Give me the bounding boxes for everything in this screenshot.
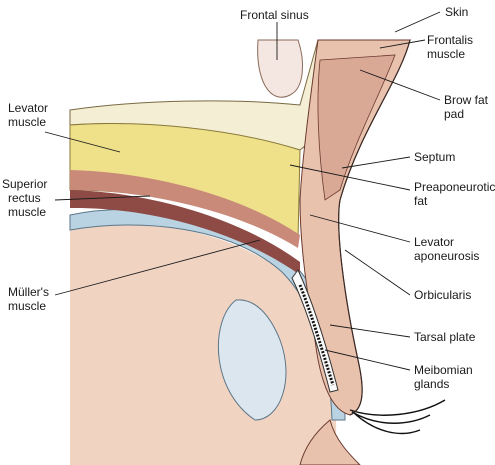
superior-rectus-band: [70, 190, 300, 275]
anatomy-illustration: [69, 39, 446, 465]
leader-levator-muscle: [44, 131, 121, 153]
label-mullers-muscle: Müller's muscle: [8, 285, 52, 313]
leader-meibomian-glands: [324, 349, 411, 371]
label-orbicularis: Orbicularis: [414, 288, 471, 302]
leader-brow-fat: [359, 69, 441, 101]
label-levator-aponeurosis: Levator aponeurosis: [414, 235, 479, 263]
lens: [217, 299, 287, 421]
label-frontalis-muscle: Frontalis muscle: [427, 33, 476, 61]
skin-surface: [338, 39, 411, 416]
leader-levator-aponeurosis: [309, 214, 411, 243]
levator-muscle-band: [70, 170, 300, 248]
lower-lid: [299, 419, 361, 465]
label-preaponeurotic-fat: Preaponeurotic fat: [414, 180, 495, 208]
leader-septum: [341, 156, 411, 169]
frontal-sinus-cavity: [257, 39, 303, 98]
leader-superior-rectus: [54, 195, 151, 201]
label-skin: Skin: [445, 5, 468, 19]
brow-fat-pad: [317, 54, 396, 201]
eyelashes: [349, 399, 446, 435]
meibomian-gland-line: [298, 284, 335, 386]
label-brow-fat-pad: Brow fat pad: [444, 93, 491, 121]
leader-preaponeurotic-fat: [289, 164, 411, 191]
leader-lines: [44, 11, 441, 371]
leader-tarsal-plate: [329, 324, 411, 338]
leader-skin: [394, 11, 441, 33]
label-septum: Septum: [414, 150, 455, 164]
leader-frontalis: [379, 39, 426, 49]
label-tarsal-plate: Tarsal plate: [414, 330, 476, 344]
label-meibomian-glands: Meibomian glands: [414, 363, 476, 391]
label-levator-muscle: Levator muscle: [8, 101, 51, 129]
label-frontal-sinus: Frontal sinus: [240, 8, 309, 22]
leader-orbicularis: [344, 249, 411, 296]
label-superior-rectus-muscle: Superior rectus muscle: [2, 177, 51, 219]
labels: Frontal sinus Skin Frontalis muscle Brow…: [2, 5, 495, 391]
leader-mullers-muscle: [54, 239, 261, 296]
